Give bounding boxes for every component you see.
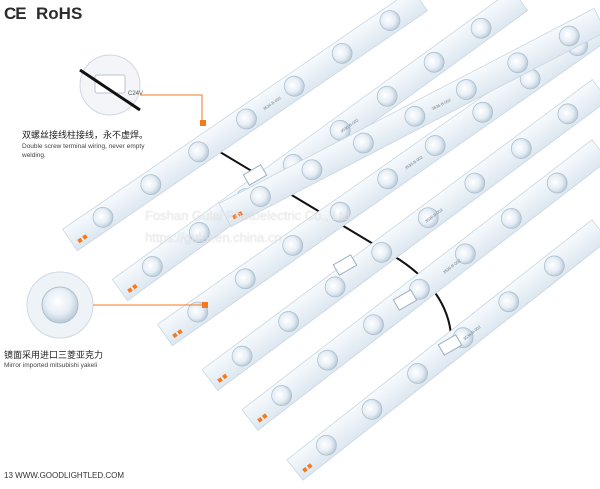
terminal-block bbox=[332, 254, 358, 276]
led-lens bbox=[188, 222, 210, 243]
led-lens bbox=[424, 135, 446, 156]
rohs-mark: RoHS bbox=[36, 4, 83, 23]
led-lens bbox=[404, 105, 426, 127]
led-strip: 3536-B-002 bbox=[62, 0, 428, 252]
led-lens bbox=[140, 174, 162, 195]
led-lens bbox=[498, 291, 520, 313]
led-lens bbox=[507, 52, 529, 74]
led-lens bbox=[543, 255, 565, 277]
led-lens bbox=[331, 43, 353, 64]
led-lens bbox=[377, 168, 399, 190]
led-lens bbox=[317, 349, 338, 371]
led-lens bbox=[324, 276, 346, 298]
led-lens bbox=[500, 208, 522, 229]
led-lens bbox=[301, 159, 323, 181]
watermark-company: Foshan Gulai Photoelectric Co., Ltd. bbox=[145, 208, 354, 223]
led-lens bbox=[546, 172, 568, 194]
led-lens bbox=[558, 25, 580, 47]
led-lens bbox=[92, 207, 114, 228]
led-lens bbox=[455, 243, 476, 265]
page-number: 13 bbox=[4, 471, 13, 480]
led-lens bbox=[142, 256, 163, 277]
led-lens bbox=[371, 241, 393, 263]
led-lens bbox=[407, 363, 428, 384]
led-lens bbox=[379, 10, 401, 31]
wiring-callout-desc: Double screw terminal wiring, never empt… bbox=[22, 143, 145, 159]
led-lens bbox=[234, 268, 256, 290]
led-lens bbox=[363, 314, 384, 336]
led-lens bbox=[361, 399, 383, 420]
led-strip: 3536-B-002 bbox=[241, 139, 600, 431]
led-lens bbox=[557, 103, 579, 125]
led-strip: 3536-B-002 bbox=[218, 7, 600, 228]
led-lens bbox=[376, 85, 398, 107]
led-lens bbox=[231, 345, 253, 367]
ce-mark: CE bbox=[4, 4, 27, 23]
led-lens bbox=[423, 51, 445, 73]
led-lens bbox=[353, 132, 374, 154]
led-strip: 3536-B-002 bbox=[201, 79, 600, 391]
led-lens bbox=[470, 17, 492, 39]
led-lens bbox=[236, 108, 257, 130]
led-lens bbox=[455, 79, 477, 100]
wiring-callout-title: 双螺丝接线柱接线，永不虚焊。 bbox=[22, 130, 149, 140]
wiring-callout: C24V bbox=[79, 54, 206, 126]
terminal-block bbox=[392, 289, 418, 311]
led-lens bbox=[472, 101, 494, 123]
terminal-block bbox=[437, 334, 463, 356]
watermark-url: https://gulai.en.china.cn bbox=[145, 230, 282, 245]
led-lens bbox=[282, 235, 304, 256]
led-lens bbox=[464, 172, 486, 194]
led-lens bbox=[417, 207, 439, 229]
led-lens bbox=[316, 434, 337, 456]
led-lens bbox=[278, 311, 299, 332]
led-lens bbox=[329, 201, 351, 223]
led-lens bbox=[511, 138, 532, 159]
led-lens bbox=[271, 385, 293, 406]
terminal-block bbox=[242, 164, 268, 186]
lens-callout-title: 镜面采用进口三菱亚克力 bbox=[4, 350, 104, 360]
led-lens bbox=[188, 141, 210, 163]
connector-label: C24V bbox=[128, 91, 143, 97]
website: WWW.GOODLIGHTLED.COM bbox=[15, 471, 125, 480]
led-lens bbox=[283, 75, 305, 97]
footer: 13 WWW.GOODLIGHTLED.COM bbox=[4, 471, 124, 480]
led-lens bbox=[250, 186, 271, 207]
led-strips: 3536-B-0023536-B-0023536-B-0023536-B-002… bbox=[62, 0, 600, 481]
lens-callout bbox=[26, 271, 208, 339]
lens-callout-desc: Mirror imported mitsubishi yakeli bbox=[4, 362, 98, 369]
